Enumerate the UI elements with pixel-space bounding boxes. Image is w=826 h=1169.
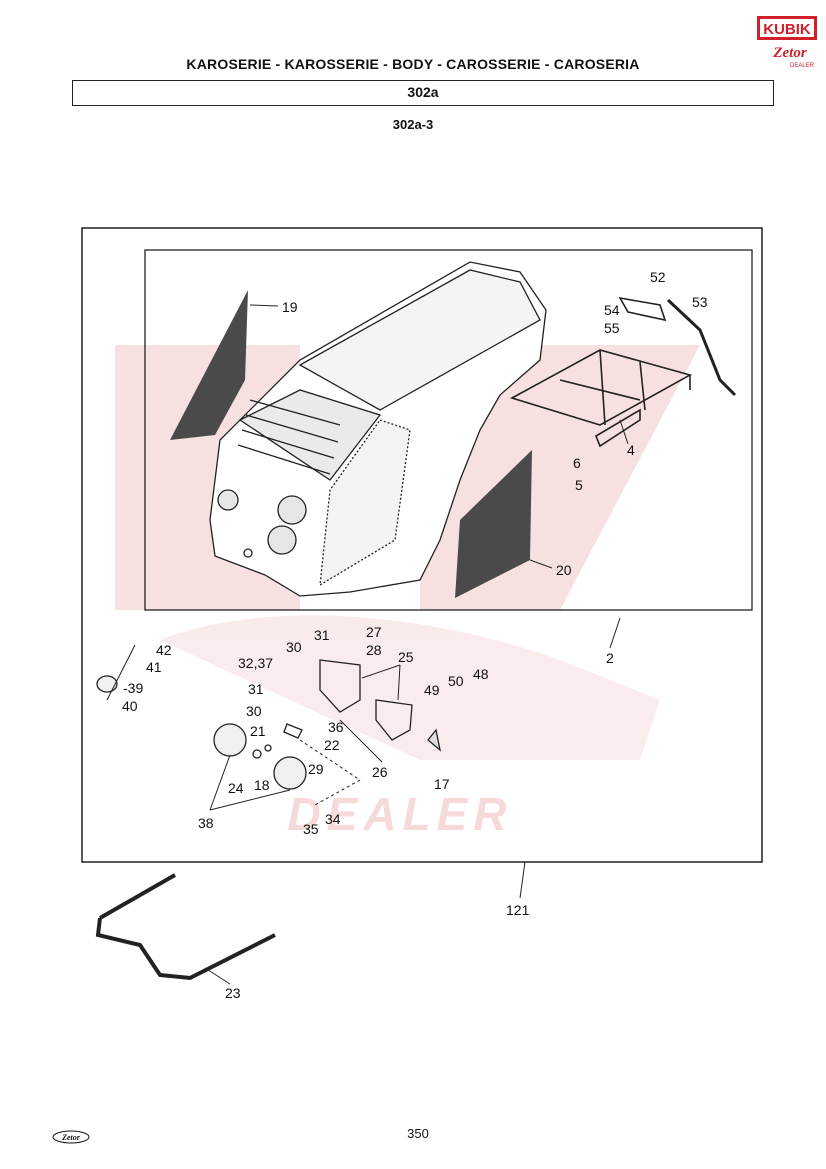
leader-121 (519, 861, 526, 899)
leader-20 (529, 559, 553, 569)
logo-brand-text: KUBIK (763, 21, 811, 38)
callout-54: 54 (604, 302, 620, 318)
callout-28: 28 (366, 642, 382, 658)
callout-21: 21 (250, 723, 266, 739)
callout-27: 27 (366, 624, 382, 640)
callout-20: 20 (556, 562, 572, 578)
section-number-box: 302a (72, 80, 774, 106)
callout-5: 5 (575, 477, 583, 493)
callout-31-top: 31 (314, 627, 330, 643)
callout-29: 29 (308, 761, 324, 777)
logo-inner-panel (760, 19, 814, 37)
callout-17: 17 (434, 776, 450, 792)
callout-22: 22 (324, 737, 340, 753)
callout-24: 24 (228, 780, 244, 796)
bracket-frame-4 (509, 296, 737, 448)
callout-38: 38 (198, 815, 214, 831)
callout-26: 26 (372, 764, 388, 780)
footer-logo-ring (52, 1130, 90, 1144)
hood-grille (238, 389, 382, 481)
leader-dashed-1 (299, 739, 361, 781)
rod-53 (666, 298, 737, 397)
hood-side-mesh (319, 419, 411, 587)
callout-35: 35 (303, 821, 319, 837)
hood-emblem (243, 548, 253, 558)
hood-top (298, 269, 541, 411)
footer-zetor-logo: Zetor (52, 1130, 90, 1144)
watermark-text: DEALER (287, 788, 512, 840)
callout-25: 25 (398, 649, 414, 665)
callout-18: 18 (254, 777, 270, 793)
washer-24 (252, 749, 262, 759)
leader-38a (209, 754, 231, 811)
horn-17 (427, 728, 441, 752)
page-number: 350 (407, 1126, 429, 1141)
lamp-38-left (213, 723, 247, 757)
headlight-upper (277, 495, 307, 525)
callout-121: 121 (506, 902, 530, 918)
callout-4: 4 (627, 442, 635, 458)
side-panel-20 (455, 450, 532, 598)
callout-32-37: 32,37 (238, 655, 273, 671)
callout-53: 53 (692, 294, 708, 310)
callout-49: 49 (424, 682, 440, 698)
leader-41 (106, 644, 136, 701)
callout-30-mid: 30 (246, 703, 262, 719)
lamp-holder-26a (319, 659, 361, 713)
callout-19: 19 (282, 299, 298, 315)
small-parts (96, 659, 441, 790)
callout-52: 52 (650, 269, 666, 285)
leader-38b (209, 789, 291, 811)
leader-25b (397, 664, 401, 701)
leader-23 (204, 967, 231, 985)
washer-18 (264, 744, 272, 752)
footer-logo-text: Zetor (61, 1133, 81, 1142)
bracket-36 (283, 723, 303, 739)
callout-23: 23 (225, 985, 241, 1001)
callout-2: 2 (606, 650, 614, 666)
leader-dashed-2 (314, 779, 361, 806)
grille-slats (237, 399, 341, 475)
logo-sub-text: Zetor (772, 45, 806, 61)
leader-2 (609, 617, 621, 649)
callout-6: 6 (573, 455, 581, 471)
side-panel-19 (170, 290, 248, 440)
leader-26 (339, 719, 383, 763)
callout-50: 50 (448, 673, 464, 689)
watermark-swoosh (160, 615, 660, 760)
callout-42: 42 (156, 642, 172, 658)
leader-4 (619, 419, 629, 445)
callout-labels: 19 52 54 53 55 4 6 5 20 2 42 41 -39 40 3… (122, 269, 708, 1001)
hood-drawing (209, 261, 547, 597)
callout-31-mid: 31 (248, 681, 264, 697)
callout-39: -39 (123, 680, 143, 696)
logo-tag-text: DEALER (790, 63, 815, 69)
callout-41: 41 (146, 659, 162, 675)
callout-48: 48 (473, 666, 489, 682)
leader-lines (106, 304, 629, 985)
callout-36: 36 (328, 719, 344, 735)
bracket-52 (618, 296, 667, 322)
lamp-38-right (273, 756, 307, 790)
seal-strip-23 (95, 873, 276, 981)
subsection-number: 302a-3 (392, 117, 434, 132)
callout-40: 40 (122, 698, 138, 714)
callout-55: 55 (604, 320, 620, 336)
page-title: KAROSERIE - KAROSSERIE - BODY - CAROSSER… (186, 56, 640, 72)
callout-30-top: 30 (286, 639, 302, 655)
outer-frame (81, 227, 763, 863)
headlight-left (217, 489, 239, 511)
headlight-lower (267, 525, 297, 555)
leader-25a (361, 664, 401, 679)
inner-frame (144, 249, 753, 611)
frame-foot (595, 408, 641, 448)
lamp-holder-26b (375, 699, 413, 741)
frame-struts (559, 349, 691, 426)
lamp-39 (96, 675, 118, 693)
leader-19 (249, 304, 279, 307)
kubik-zetor-logo: KUBIK Zetor DEALER (757, 16, 817, 69)
callout-34: 34 (325, 811, 341, 827)
